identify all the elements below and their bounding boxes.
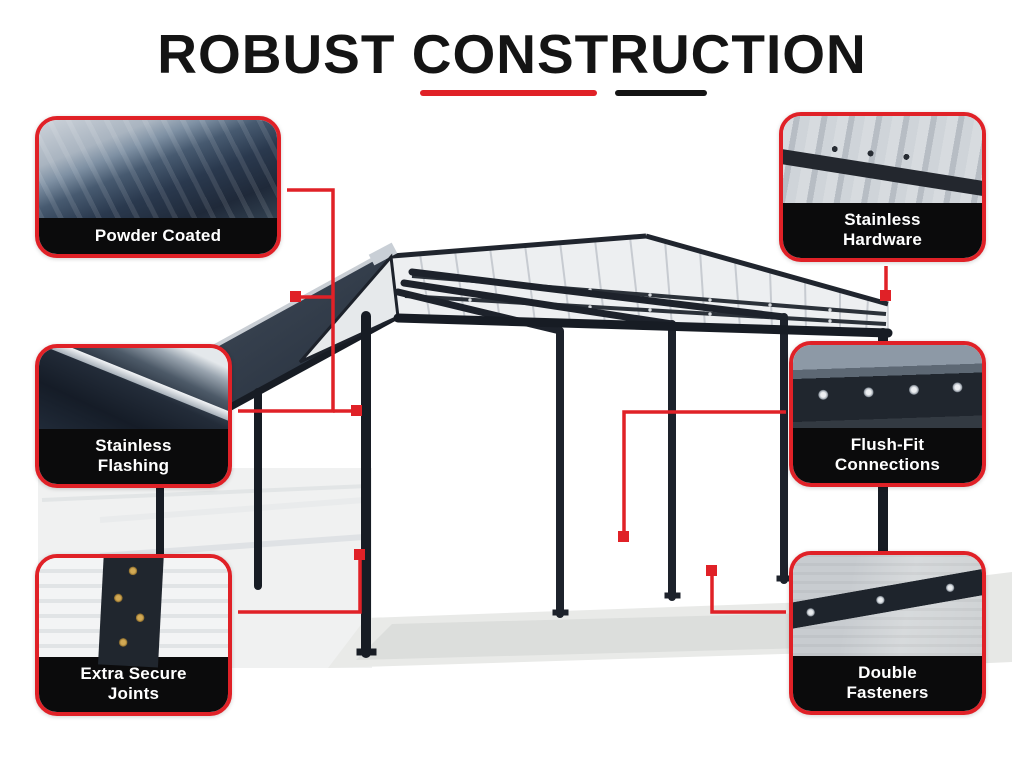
- extra-secure-joints-photo: [39, 558, 228, 657]
- label-line: Stainless: [95, 435, 172, 455]
- callout-flush-fit-connections: Flush-Fit Connections: [789, 341, 986, 487]
- ground-shadow: [328, 600, 914, 668]
- label-line: Powder Coated: [94, 225, 222, 245]
- label-line: Connections: [834, 455, 941, 475]
- label-line: Joints: [107, 684, 160, 704]
- label-line: Flashing: [97, 456, 170, 476]
- double-fasteners-photo: [793, 555, 982, 656]
- double-fasteners-label: Double Fasteners: [793, 655, 982, 711]
- label-line: Stainless: [844, 209, 921, 229]
- flush-fit-connections-label: Flush-Fit Connections: [793, 427, 982, 483]
- label-line: Flush-Fit: [850, 434, 925, 454]
- powder-coated-label: Powder Coated: [39, 218, 277, 254]
- header: ROBUST CONSTRUCTION: [0, 22, 1024, 86]
- stainless-flashing-photo: [39, 348, 228, 429]
- stainless-hardware-photo: [783, 116, 982, 203]
- label-line: Double: [858, 662, 917, 682]
- callout-double-fasteners: Double Fasteners: [789, 551, 986, 715]
- label-line: Fasteners: [846, 683, 929, 703]
- label-line: Extra Secure: [80, 663, 187, 683]
- callout-stainless-flashing: Stainless Flashing: [35, 344, 232, 488]
- stainless-flashing-label: Stainless Flashing: [39, 428, 228, 484]
- callout-powder-coated: Powder Coated: [35, 116, 281, 258]
- page-title: ROBUST CONSTRUCTION: [157, 23, 867, 85]
- label-line: Hardware: [842, 230, 923, 250]
- flush-fit-connections-photo: [793, 345, 982, 428]
- callout-stainless-hardware: Stainless Hardware: [779, 112, 986, 262]
- stainless-hardware-label: Stainless Hardware: [783, 202, 982, 258]
- callout-extra-secure-joints: Extra Secure Joints: [35, 554, 232, 716]
- powder-coated-photo: [39, 120, 277, 218]
